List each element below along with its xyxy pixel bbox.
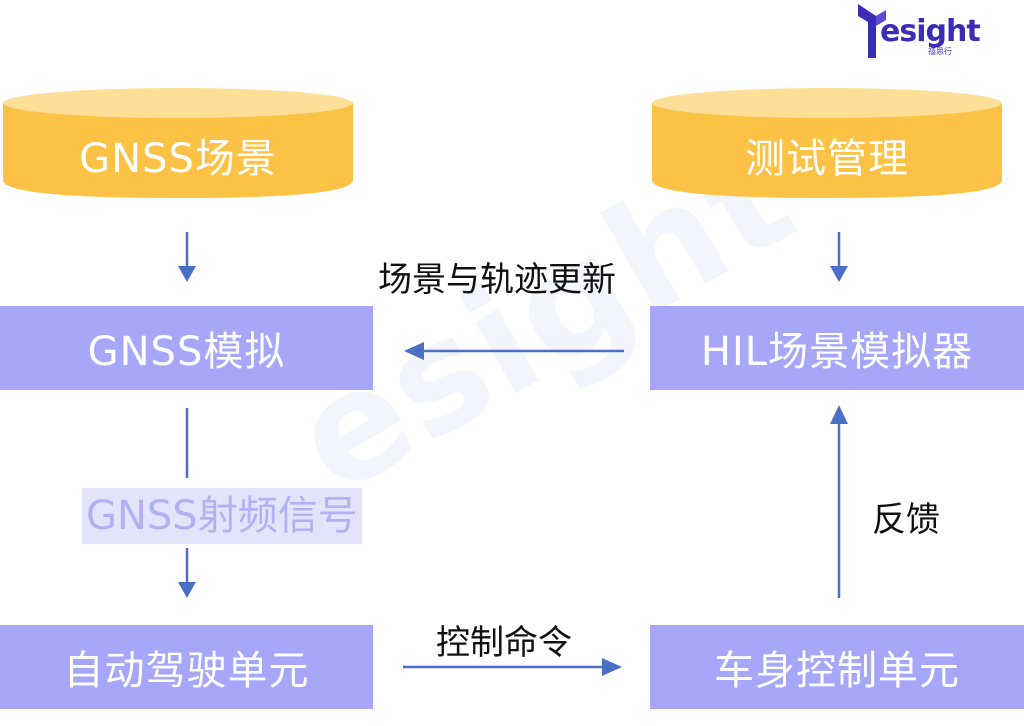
- node-body-ctrl: 车身控制单元: [650, 625, 1024, 709]
- label-feedback: 反馈: [872, 500, 940, 540]
- tesight-logo: esight 禧思行: [852, 2, 981, 60]
- node-test-mgmt: 测试管理: [745, 136, 909, 182]
- arrow-scene-to-sim: [178, 232, 196, 282]
- label-control-cmd: 控制命令: [436, 623, 572, 663]
- label-scene-update: 场景与轨迹更新: [378, 260, 616, 300]
- arrow-body-to-hil: [830, 405, 848, 598]
- arrow-auto-to-body: [403, 658, 622, 676]
- node-gnss-scene: GNSS场景: [79, 136, 277, 182]
- node-gnss-sim: GNSS模拟: [0, 306, 373, 390]
- label-rf-signal: GNSS射频信号: [82, 488, 362, 544]
- arrow-test-to-hil: [830, 232, 848, 282]
- cylinder-gnss-scene: [3, 88, 353, 198]
- node-auto-drive: 自动驾驶单元: [0, 625, 373, 709]
- logo-brand-text: esight: [880, 14, 981, 49]
- node-hil-sim: HIL场景模拟器: [650, 306, 1024, 390]
- cylinder-test-mgmt: [652, 88, 1002, 198]
- arrow-hil-to-gnss: [404, 342, 624, 360]
- logo-mark-icon: [858, 4, 886, 58]
- arrow-gnss-to-auto: [178, 408, 196, 598]
- logo-sub-text: 禧思行: [928, 47, 952, 56]
